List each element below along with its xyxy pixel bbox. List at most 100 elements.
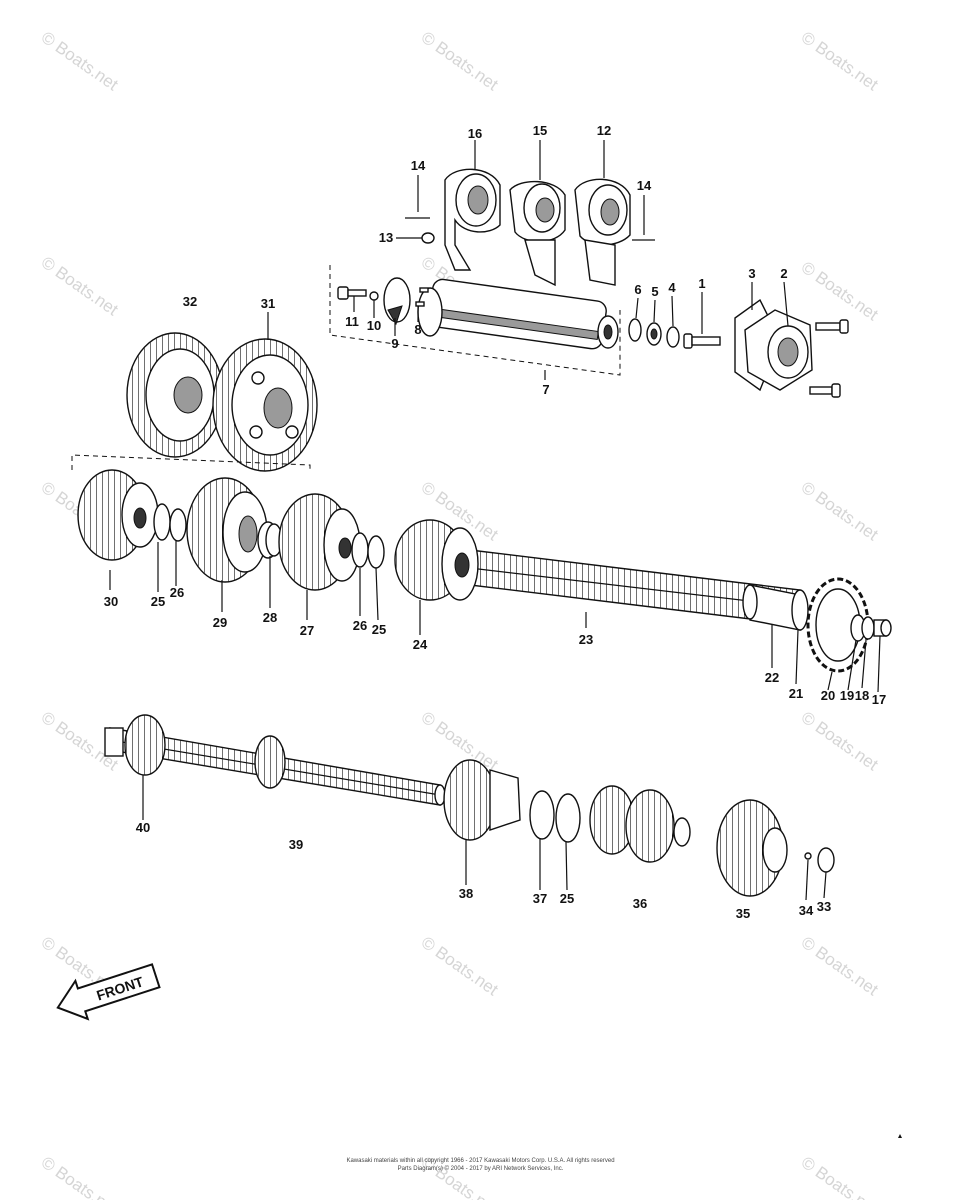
callout-14: 14 bbox=[637, 178, 652, 193]
callout-26: 26 bbox=[170, 585, 184, 600]
sprocket-20 bbox=[806, 577, 870, 673]
callout-4: 4 bbox=[668, 280, 676, 295]
drum-cover-2 bbox=[744, 309, 813, 391]
nut-17 bbox=[873, 619, 892, 637]
callout-31: 31 bbox=[261, 296, 275, 311]
gear-31 bbox=[212, 338, 318, 472]
gear-24 bbox=[394, 519, 479, 601]
callout-13: 13 bbox=[379, 230, 393, 245]
shift-fork-15 bbox=[509, 180, 566, 287]
callout-30: 30 bbox=[104, 594, 118, 609]
shaft-39-gear bbox=[254, 735, 286, 789]
cover-screw bbox=[815, 319, 849, 334]
callout-20: 20 bbox=[821, 688, 835, 703]
callout-29: 29 bbox=[213, 615, 227, 630]
ball-34 bbox=[804, 852, 812, 860]
callout-12: 12 bbox=[597, 123, 611, 138]
callout-labels: 1 2 3 4 5 6 7 8 9 10 11 12 13 14 14 15 1… bbox=[104, 123, 886, 921]
washer-25 bbox=[153, 503, 171, 541]
cam-screw bbox=[337, 286, 367, 300]
cover-screw bbox=[809, 383, 841, 398]
callout-22: 22 bbox=[765, 670, 779, 685]
callout-25: 25 bbox=[372, 622, 386, 637]
callout-24: 24 bbox=[413, 637, 428, 652]
circlip-37 bbox=[529, 790, 555, 840]
callout-18: 18 bbox=[855, 688, 869, 703]
watermark: © Boats.net bbox=[798, 478, 882, 545]
callout-9: 9 bbox=[391, 336, 398, 351]
shift-fork-16 bbox=[444, 168, 501, 271]
shift-drum-cam bbox=[383, 277, 411, 326]
gear-set-bracket bbox=[71, 454, 311, 470]
callout-10: 10 bbox=[367, 318, 381, 333]
callout-40: 40 bbox=[136, 820, 150, 835]
shift-fork-12 bbox=[574, 178, 631, 286]
circlip-26 bbox=[351, 532, 369, 568]
callout-8: 8 bbox=[414, 322, 421, 337]
corner-mark bbox=[898, 1134, 902, 1138]
seal-21 bbox=[791, 589, 809, 631]
callout-16: 16 bbox=[468, 126, 482, 141]
callout-15: 15 bbox=[533, 123, 547, 138]
cap-33 bbox=[817, 847, 835, 873]
callout-6: 6 bbox=[634, 282, 641, 297]
callout-23: 23 bbox=[579, 632, 593, 647]
washer-6 bbox=[628, 318, 642, 342]
shift-drum-pins bbox=[415, 301, 425, 307]
gear-38 bbox=[443, 759, 521, 841]
shift-drum-pins bbox=[419, 287, 429, 293]
callout-1: 1 bbox=[698, 276, 705, 291]
gear-27 bbox=[278, 493, 361, 591]
shift-drum-bracket bbox=[329, 265, 621, 376]
footer-copyright: Kawasaki materials within all copyright … bbox=[346, 1158, 615, 1164]
gear-30 bbox=[77, 469, 159, 561]
watermark: © Boats.net bbox=[798, 933, 882, 1000]
watermark: © Boats.net bbox=[798, 28, 882, 95]
callout-5: 5 bbox=[651, 284, 658, 299]
pin-13 bbox=[421, 232, 435, 244]
washer-25 bbox=[555, 793, 581, 843]
gear-36 bbox=[589, 785, 691, 863]
bushing-28 bbox=[257, 521, 283, 559]
callout-33: 33 bbox=[817, 899, 831, 914]
watermark: © Boats.net bbox=[418, 933, 502, 1000]
callout-3: 3 bbox=[748, 266, 755, 281]
bolt-1 bbox=[683, 333, 721, 349]
gear-40 bbox=[104, 714, 166, 776]
gear-32 bbox=[126, 332, 224, 458]
callout-39: 39 bbox=[289, 837, 303, 852]
watermark: © Boats.net bbox=[38, 28, 122, 95]
callout-19: 19 bbox=[840, 688, 854, 703]
callout-34: 34 bbox=[799, 903, 814, 918]
callout-7: 7 bbox=[542, 382, 549, 397]
callout-36: 36 bbox=[633, 896, 647, 911]
callout-17: 17 bbox=[872, 692, 886, 707]
watermark: © Boats.net bbox=[418, 28, 502, 95]
callout-37: 37 bbox=[533, 891, 547, 906]
callout-27: 27 bbox=[300, 623, 314, 638]
leader-lines bbox=[109, 140, 881, 901]
washer-25 bbox=[367, 535, 385, 569]
watermark: © Boats.net bbox=[798, 708, 882, 775]
callout-32: 32 bbox=[183, 294, 197, 309]
callout-25: 25 bbox=[151, 594, 165, 609]
callout-14: 14 bbox=[411, 158, 426, 173]
watermark: © Boats.net bbox=[798, 258, 882, 325]
gear-35 bbox=[716, 799, 788, 897]
callout-11: 11 bbox=[345, 314, 359, 329]
callout-38: 38 bbox=[459, 886, 473, 901]
callout-21: 21 bbox=[789, 686, 803, 701]
shift-drum bbox=[417, 278, 619, 350]
callout-25: 25 bbox=[560, 891, 574, 906]
shift-drum-pin bbox=[369, 291, 379, 301]
callout-35: 35 bbox=[736, 906, 750, 921]
watermark: © Boats.net bbox=[38, 253, 122, 320]
footer-diagram-copyright: Parts Diagram(s) © 2004 - 2017 by ARI Ne… bbox=[397, 1166, 564, 1172]
circlip-26 bbox=[169, 508, 187, 542]
washer-18 bbox=[861, 616, 875, 640]
callout-26: 26 bbox=[353, 618, 367, 633]
washer-4 bbox=[666, 326, 680, 348]
shift-drum-assembly bbox=[329, 168, 849, 398]
callout-28: 28 bbox=[263, 610, 277, 625]
